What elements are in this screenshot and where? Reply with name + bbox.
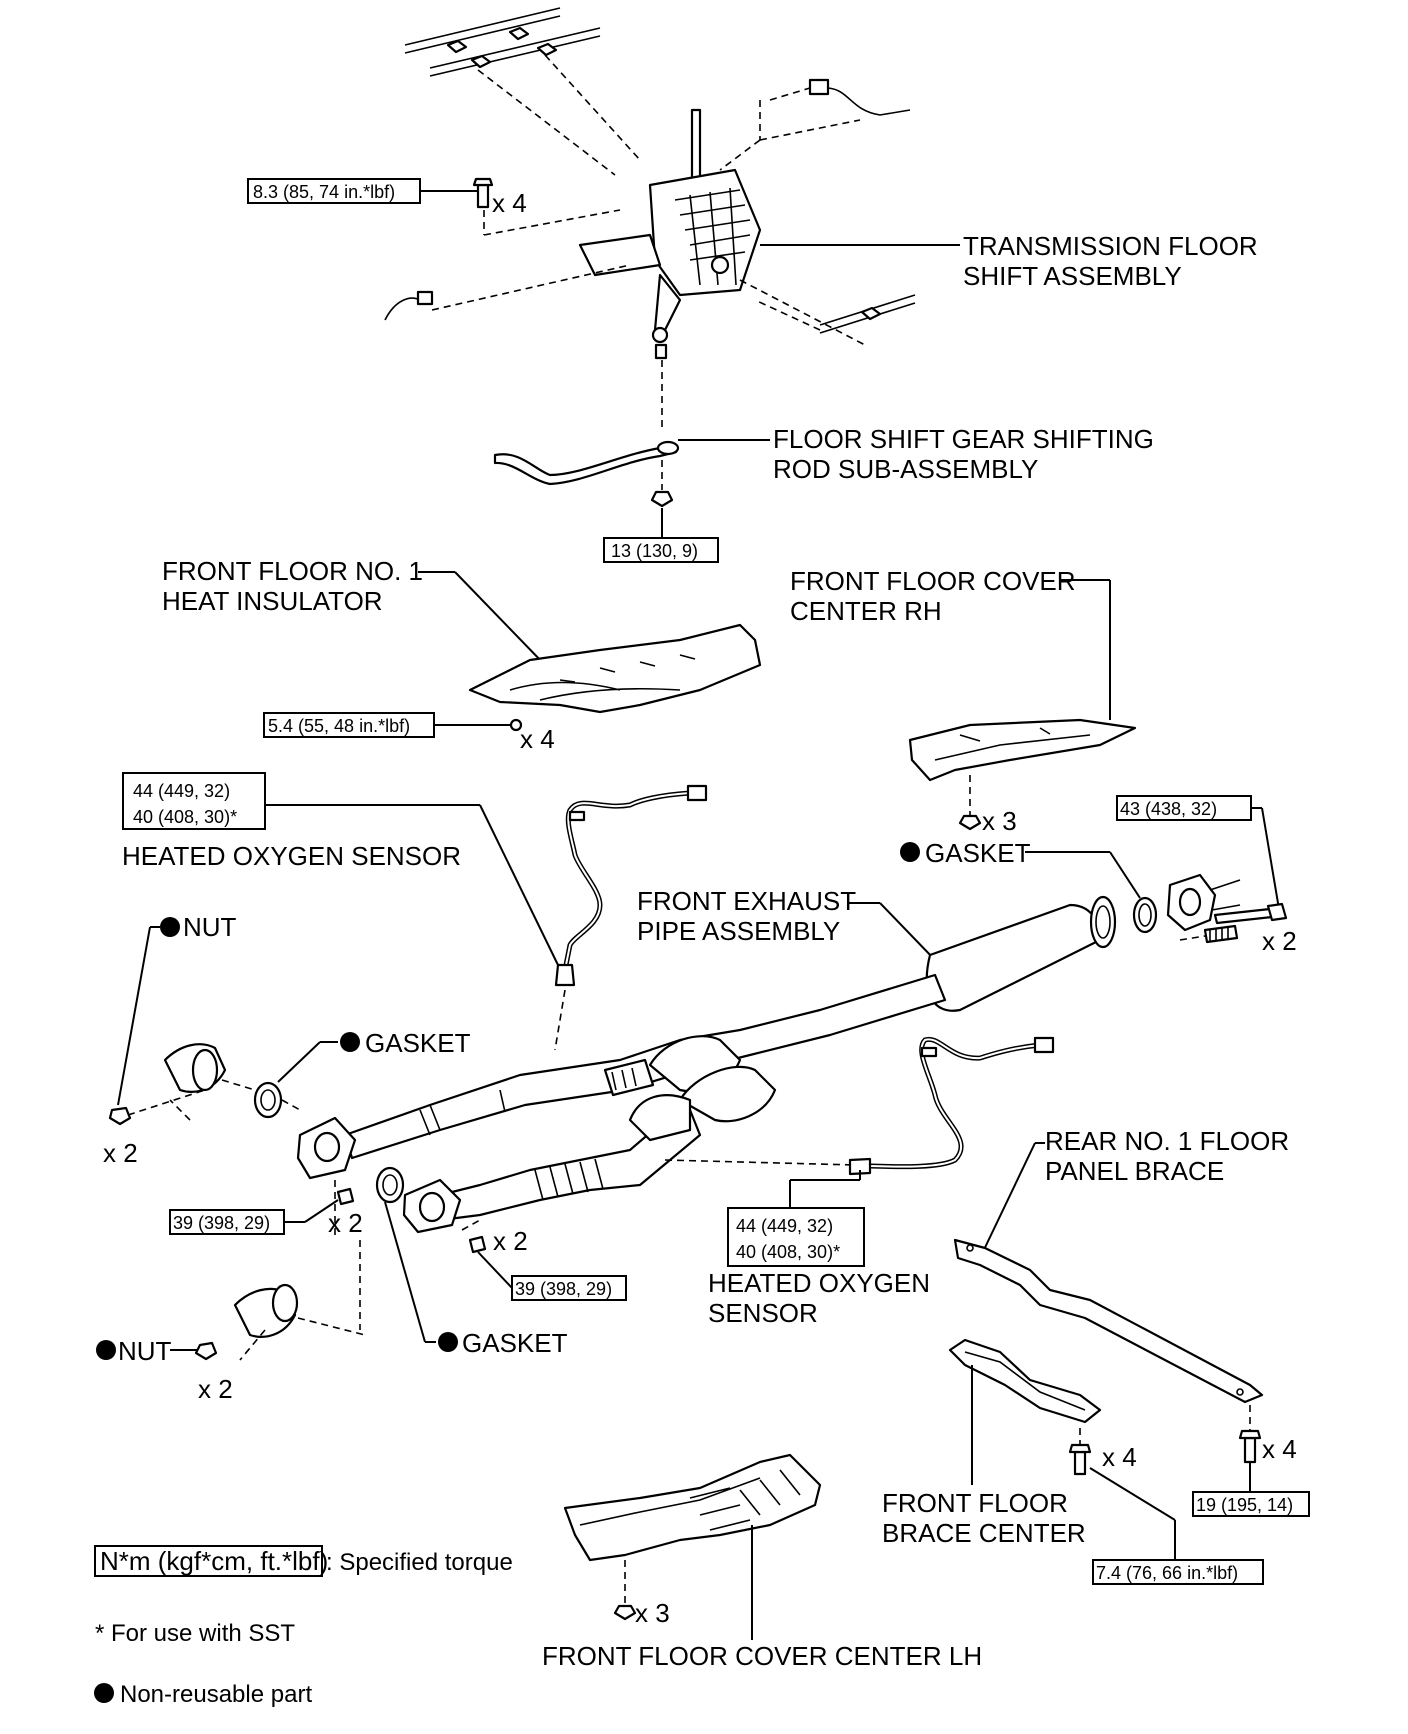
non-reusable-nut-upper-icon (160, 917, 180, 937)
label-heat-insulator-1: FRONT FLOOR NO. 1 (162, 556, 423, 586)
rear-floor-panel-brace: REAR NO. 1 FLOOR PANEL BRACE x 4 19 (195… (953, 1126, 1310, 1517)
label-cover-center-rh-2: CENTER RH (790, 596, 942, 626)
front-floor-heat-insulator: FRONT FLOOR NO. 1 HEAT INSULATOR 5.4 (55… (162, 556, 762, 754)
label-heated-oxygen-sensor-2b: SENSOR (708, 1298, 818, 1328)
torque-sensor2-a: 44 (449, 32) (736, 1216, 833, 1236)
torque-box-sensor2 (727, 1207, 865, 1267)
qty-brace-center-bolts: x 4 (1102, 1442, 1137, 1472)
label-nut-upper: NUT (183, 912, 237, 942)
label-shifting-rod-2: ROD SUB-ASSEMBLY (773, 454, 1038, 484)
shift-bolts-callout: 8.3 (85, 74 in.*lbf) x 4 (247, 177, 621, 236)
qty-shift-bolts: x 4 (492, 188, 527, 218)
torque-box-front-bolts-left (169, 1209, 285, 1235)
label-gasket-lower: GASKET (462, 1328, 568, 1358)
torque-box-brace-center-bolts (1092, 1559, 1264, 1585)
left-connection-parts: NUT x 2 GASKET 39 (398, 29) x 2 GASKET (96, 912, 627, 1404)
torque-box-rod-nut (603, 537, 719, 563)
floor-rails-top (404, 7, 641, 176)
torque-front-bolts-left: 39 (398, 29) (173, 1213, 270, 1233)
torque-shift-bolts: 8.3 (85, 74 in.*lbf) (253, 182, 395, 202)
label-front-exhaust-pipe-1: FRONT EXHAUST (637, 886, 856, 916)
label-shifting-rod-1: FLOOR SHIFT GEAR SHIFTING (773, 424, 1154, 454)
torque-flange-bolts: 43 (438, 32) (1120, 799, 1217, 819)
legend-torque-box (94, 1545, 323, 1577)
torque-sensor2-b: 40 (408, 30)* (736, 1242, 840, 1262)
front-floor-cover-center-lh: x 3 FRONT FLOOR COVER CENTER LH (542, 1453, 982, 1671)
qty-brace-bolts: x 4 (1262, 1434, 1297, 1464)
label-cover-center-lh: FRONT FLOOR COVER CENTER LH (542, 1641, 982, 1671)
torque-box-shift-bolts (247, 178, 421, 204)
flange-bolts-callout: 43 (438, 32) x 2 GASKET (900, 795, 1297, 956)
label-heat-insulator-2: HEAT INSULATOR (162, 586, 383, 616)
label-nut-lower: NUT (118, 1336, 172, 1366)
label-transmission-floor-shift-1: TRANSMISSION FLOOR (963, 231, 1258, 261)
torque-insulator-nuts: 5.4 (55, 48 in.*lbf) (268, 716, 410, 736)
torque-sensor1-b: 40 (408, 30)* (133, 807, 237, 827)
shift-wire-connector (719, 78, 911, 171)
non-reusable-legend-icon (94, 1683, 114, 1703)
qty-front-bolts-left: x 2 (328, 1208, 363, 1238)
label-cover-center-rh-1: FRONT FLOOR COVER (790, 566, 1076, 596)
qty-flange-bolts: x 2 (1262, 926, 1297, 956)
shifting-rod-sub-assembly: 13 (130, 9) (493, 360, 770, 563)
label-rear-floor-brace-2: PANEL BRACE (1045, 1156, 1224, 1186)
legend-sst-note: * For use with SST (95, 1620, 295, 1647)
label-brace-center-1: FRONT FLOOR (882, 1488, 1068, 1518)
non-reusable-gasket-lower-icon (438, 1332, 458, 1352)
qty-nut-upper: x 2 (103, 1138, 138, 1168)
non-reusable-gasket-right-icon (900, 842, 920, 862)
torque-box-brace-bolts (1192, 1491, 1310, 1517)
front-exhaust-pipe-assembly: FRONT EXHAUST PIPE ASSEMBLY (296, 886, 1117, 1234)
transmission-floor-shift-assembly (578, 108, 960, 360)
front-floor-cover-center-rh: FRONT FLOOR COVER CENTER RH x 3 (790, 566, 1137, 836)
front-floor-brace-center: FRONT FLOOR BRACE CENTER x 4 7.4 (76, 66… (882, 1338, 1264, 1585)
qty-front-bolts-right: x 2 (493, 1226, 528, 1256)
label-heated-oxygen-sensor-2a: HEATED OXYGEN (708, 1268, 930, 1298)
qty-nut-lower: x 2 (198, 1374, 233, 1404)
heated-oxygen-sensor-lower: 44 (449, 32) 40 (408, 30)* HEATED OXYGEN… (708, 1036, 1055, 1328)
torque-rod-nut: 13 (130, 9) (611, 541, 698, 561)
torque-sensor1-a: 44 (449, 32) (133, 781, 230, 801)
legend-torque-text: : Specified torque (326, 1549, 513, 1576)
label-transmission-floor-shift-2: SHIFT ASSEMBLY (963, 261, 1182, 291)
non-reusable-nut-lower-icon (96, 1340, 116, 1360)
qty-cover-rh-nuts: x 3 (982, 806, 1017, 836)
label-heated-oxygen-sensor-1: HEATED OXYGEN SENSOR (122, 841, 461, 871)
label-gasket-right: GASKET (925, 838, 1031, 868)
label-brace-center-2: BRACE CENTER (882, 1518, 1086, 1548)
torque-brace-center-bolts: 7.4 (76, 66 in.*lbf) (1096, 1563, 1238, 1583)
qty-cover-lh-nuts: x 3 (635, 1598, 670, 1628)
shift-side-parts (384, 264, 916, 346)
label-front-exhaust-pipe-2: PIPE ASSEMBLY (637, 916, 840, 946)
heated-oxygen-sensor-upper: 44 (449, 32) 40 (408, 30)* HEATED OXYGEN… (122, 772, 708, 1051)
legend: N*m (kgf*cm, ft.*lbf) : Specified torque… (94, 1545, 513, 1708)
torque-front-bolts-right: 39 (398, 29) (515, 1279, 612, 1299)
label-rear-floor-brace-1: REAR NO. 1 FLOOR (1045, 1126, 1289, 1156)
torque-brace-bolts: 19 (195, 14) (1196, 1495, 1293, 1515)
label-gasket-upper: GASKET (365, 1028, 471, 1058)
legend-torque-unit: N*m (kgf*cm, ft.*lbf) (100, 1546, 328, 1576)
qty-insulator-nuts: x 4 (520, 724, 555, 754)
torque-box-sensor1 (122, 772, 266, 830)
legend-non-reusable: Non-reusable part (120, 1681, 312, 1708)
non-reusable-gasket-upper-icon (340, 1032, 360, 1052)
torque-box-front-bolts-right (511, 1275, 627, 1301)
